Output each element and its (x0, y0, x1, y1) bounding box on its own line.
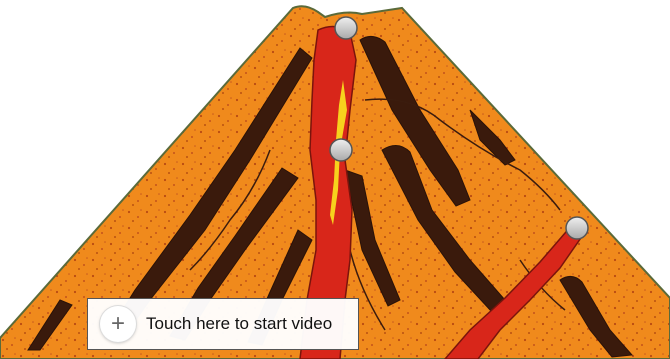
plus-icon: + (100, 306, 136, 342)
start-video-button[interactable]: + Touch here to start video (87, 298, 359, 350)
start-video-label: Touch here to start video (146, 314, 332, 334)
hotspot-side-vent[interactable] (566, 217, 588, 239)
hotspot-central-vent[interactable] (330, 139, 352, 161)
hotspot-summit[interactable] (335, 17, 357, 39)
